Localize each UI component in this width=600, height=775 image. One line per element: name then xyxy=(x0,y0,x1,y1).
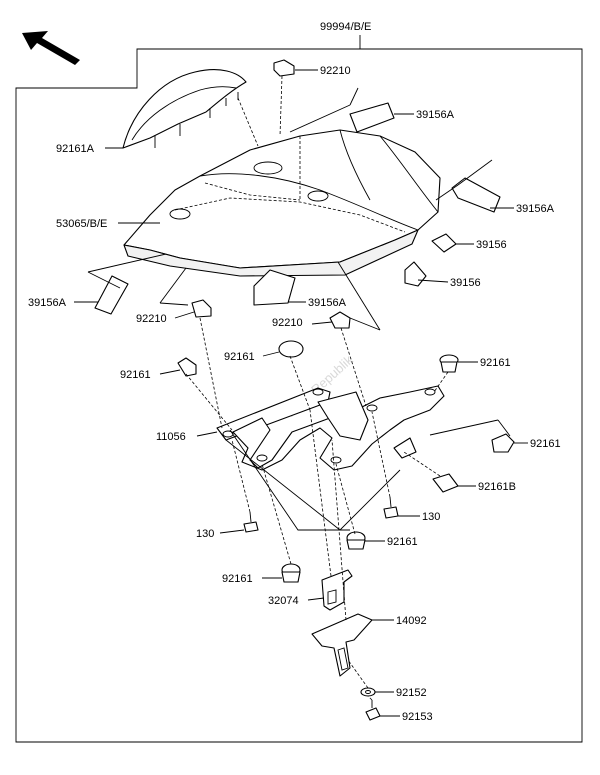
damper-92161-a xyxy=(278,340,304,358)
bolt-130-left xyxy=(243,511,259,533)
damper-92161-e xyxy=(346,531,366,550)
label-92153: 92153 xyxy=(402,711,433,723)
clip-92210-top xyxy=(273,59,295,77)
label-14092: 14092 xyxy=(396,615,427,627)
label-92161-d: 92161 xyxy=(530,438,561,450)
direction-arrow-icon xyxy=(22,31,80,65)
label-92161B: 92161B xyxy=(478,481,516,493)
bracket-14092 xyxy=(311,613,373,677)
bracket-32074 xyxy=(321,569,353,611)
label-39156A-top: 39156A xyxy=(416,109,455,121)
bracket-11056 xyxy=(216,385,445,471)
washer-92152 xyxy=(360,687,376,697)
label-39156A-right: 39156A xyxy=(516,203,555,215)
pad-92161B xyxy=(432,473,459,493)
label-92161-a: 92161 xyxy=(224,351,255,363)
label-11056: 11056 xyxy=(156,431,186,443)
label-92152: 92152 xyxy=(396,687,427,699)
bolt-92153 xyxy=(365,700,381,721)
damper-92161-f xyxy=(281,563,301,583)
pad-39156A-left xyxy=(94,275,129,315)
label-53065: 53065/B/E xyxy=(56,218,107,230)
label-92210-top: 92210 xyxy=(320,65,351,77)
label-39156-a: 39156 xyxy=(476,239,507,251)
label-32074: 32074 xyxy=(268,595,299,607)
seat-cover-pad xyxy=(122,69,247,149)
label-39156A-left: 39156A xyxy=(28,297,67,309)
pad-39156A-mid xyxy=(253,269,296,306)
label-92161-f: 92161 xyxy=(222,573,253,585)
label-92161-b: 92161 xyxy=(120,369,151,381)
label-92210-left: 92210 xyxy=(136,313,167,325)
label-92161-c: 92161 xyxy=(480,357,511,369)
seat-cowl xyxy=(123,129,441,277)
label-92161-e: 92161 xyxy=(387,536,418,548)
label-92161A: 92161A xyxy=(56,143,95,155)
pad-39156-a xyxy=(431,233,457,253)
damper-92161-b xyxy=(177,357,197,377)
label-39156-b: 39156 xyxy=(450,277,481,289)
damper-92161-c xyxy=(439,354,459,373)
clip-92210-mid xyxy=(329,311,351,329)
label-kit: 99994/B/E xyxy=(320,21,371,33)
leader-lines xyxy=(74,35,528,717)
label-92210-mid: 92210 xyxy=(272,317,303,329)
label-130-left: 130 xyxy=(196,528,214,540)
pad-39156A-top xyxy=(349,102,395,133)
pad-39156A-right xyxy=(451,177,501,213)
clip-92210-left xyxy=(191,299,212,318)
label-130-right: 130 xyxy=(422,511,440,523)
label-39156A-mid: 39156A xyxy=(308,297,347,309)
kit-frame xyxy=(15,48,583,743)
bolt-130-right xyxy=(383,496,399,519)
pad-39156-b xyxy=(404,261,427,287)
damper-92161-d xyxy=(491,433,515,453)
